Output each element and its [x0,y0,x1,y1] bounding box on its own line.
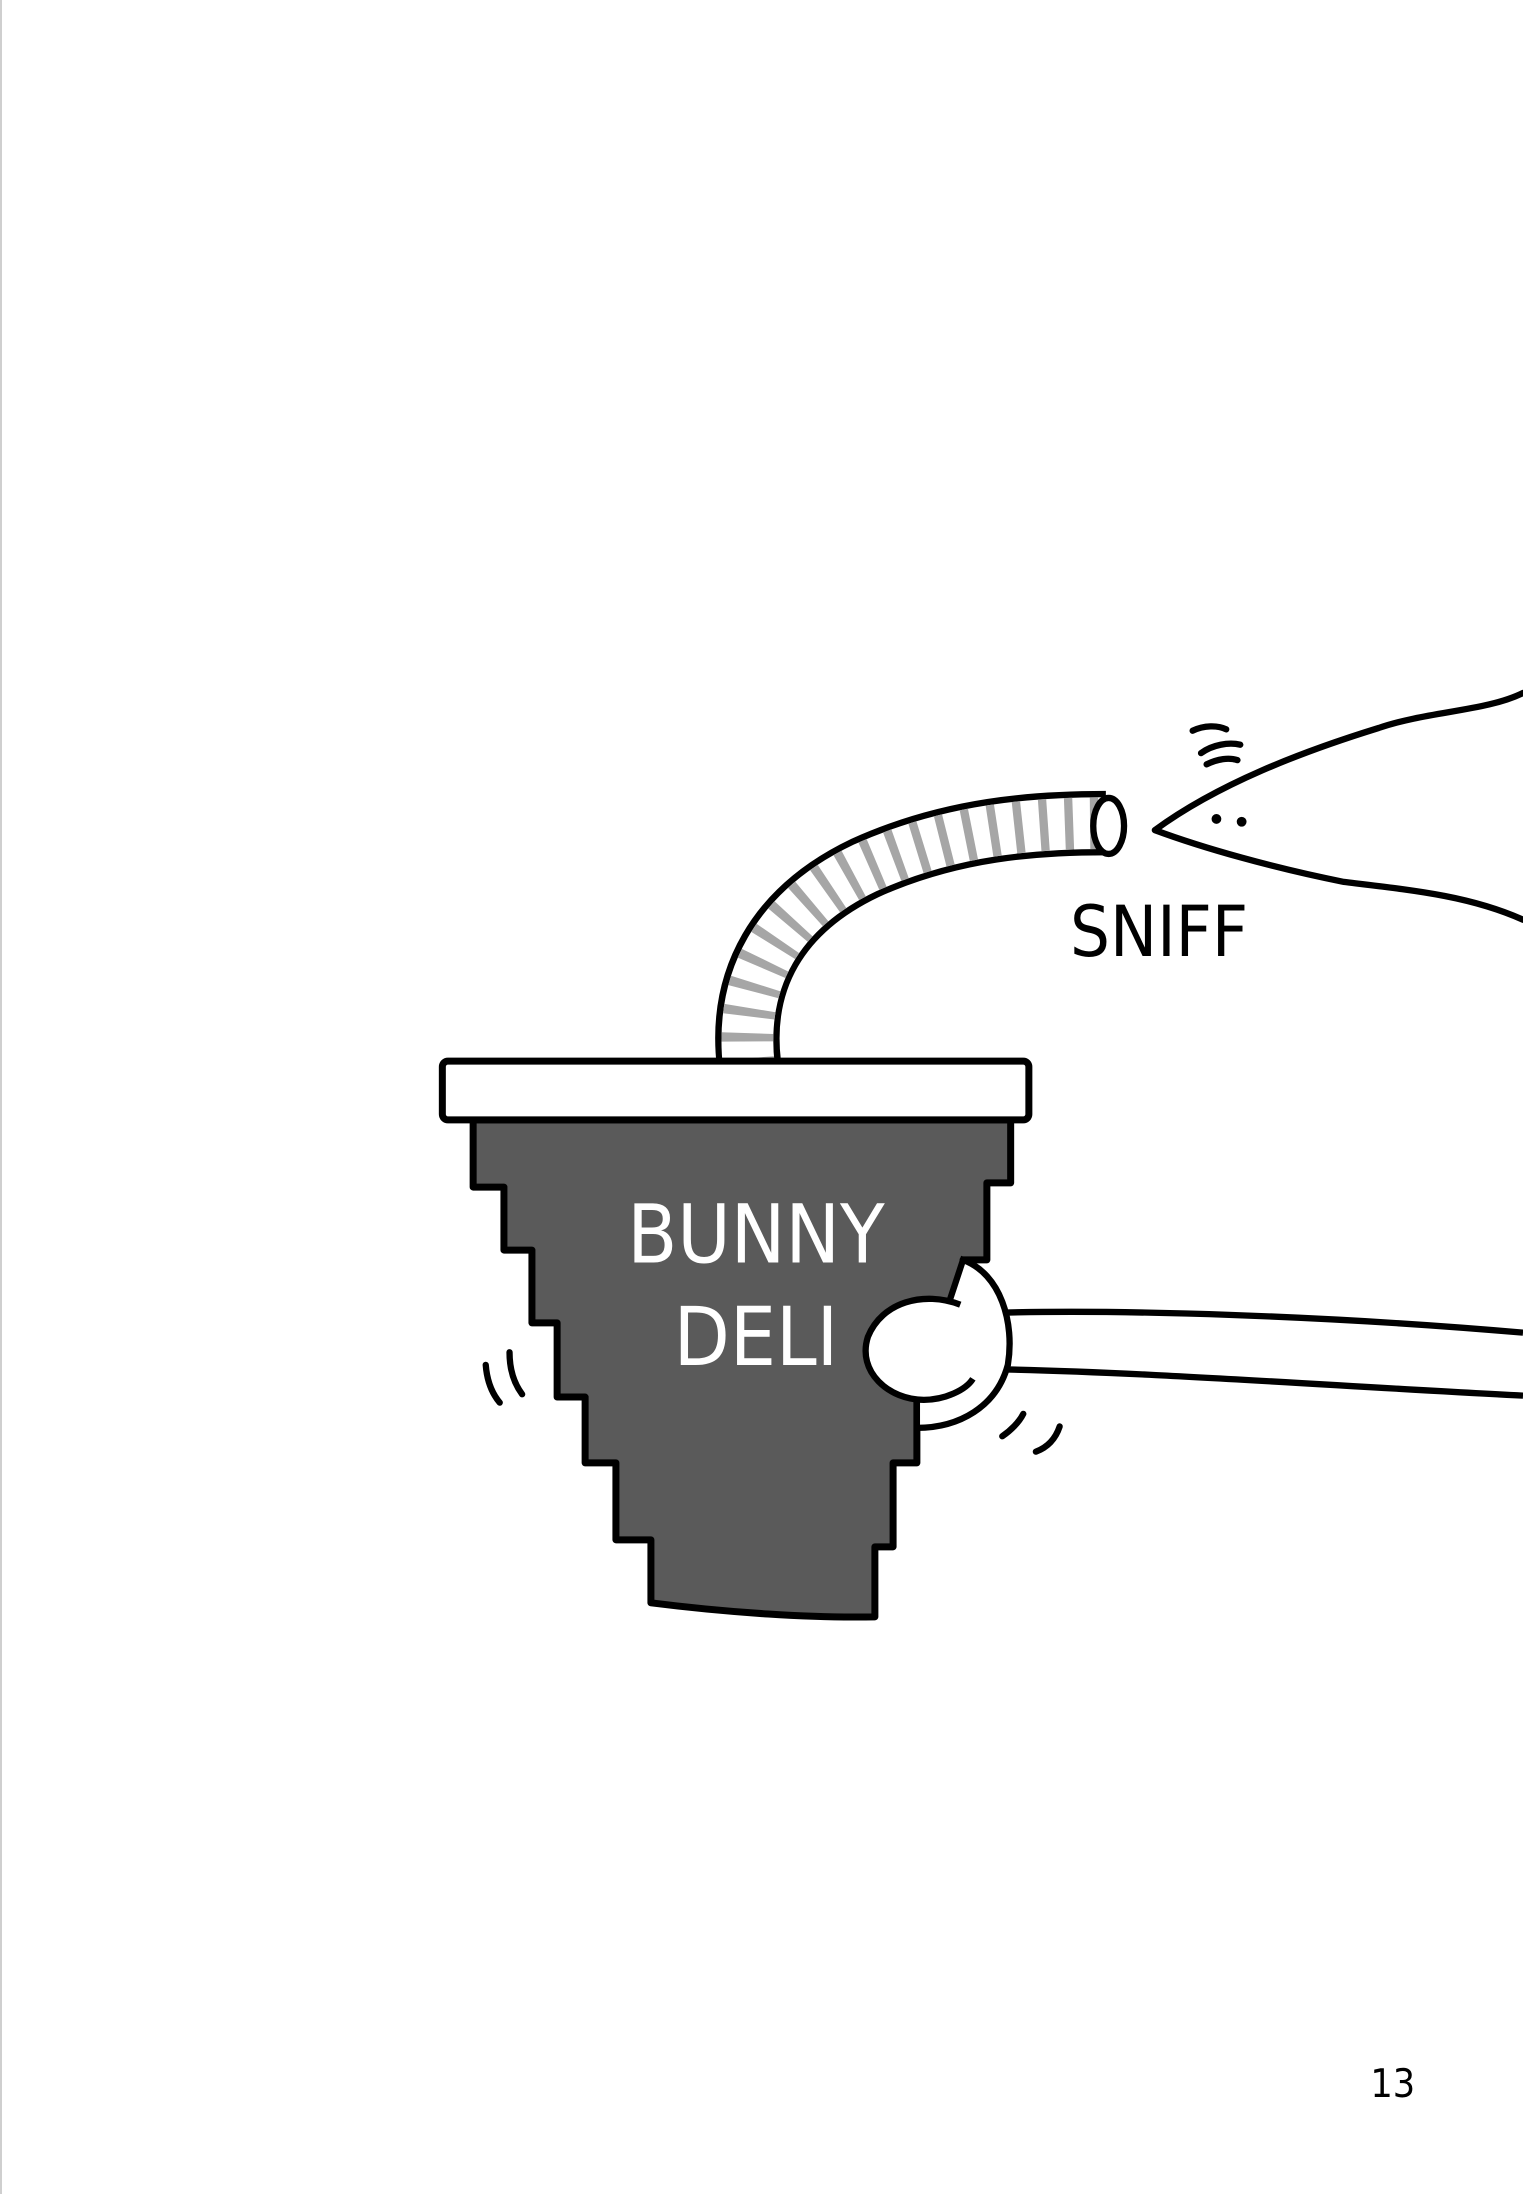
drink-cup: BUNNY DELI [438,1057,1033,1621]
bunny-eye-icon [1211,814,1222,824]
shake-motion-lines [482,1349,1063,1455]
cup-label-bunny: BUNNY [627,1189,885,1283]
page-edge [0,0,2,2194]
whisker-mark [1203,755,1241,768]
sound-effect-sniff: SNIFF [1070,891,1248,973]
whisker-mark [1197,740,1244,757]
straw [715,790,1128,1070]
bunny-head [1151,689,1523,923]
cup-lid [438,1057,1033,1124]
cup-label-deli: DELI [674,1291,839,1385]
bunny-eye-icon [1236,816,1247,827]
bunny-arm [986,1308,1523,1399]
whisker-mark [1189,723,1230,734]
bunny-hand [862,1255,1013,1431]
page-number: 13 [1370,2062,1415,2107]
